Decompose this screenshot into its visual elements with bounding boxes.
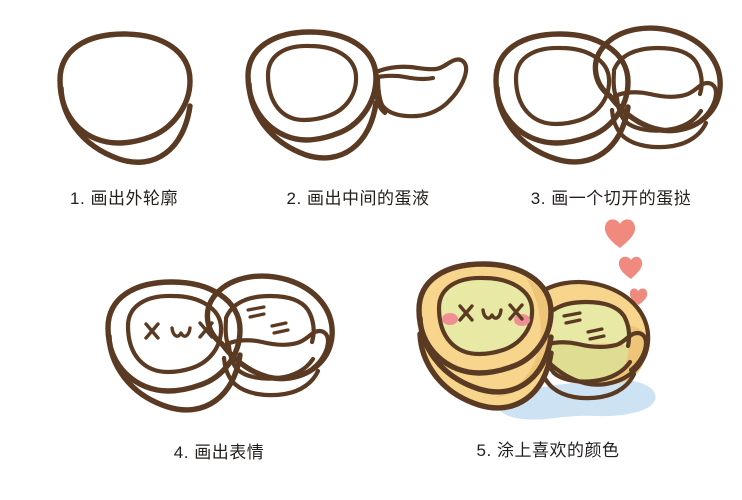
- step-5: 5. 涂上喜欢的颜色: [398, 216, 698, 461]
- step-4: 4. 画出表情: [74, 262, 364, 463]
- step-4-caption: 4. 画出表情: [173, 443, 265, 462]
- cut-tart-dash-1b: [248, 312, 266, 319]
- cut-tart-dash-1a: [562, 311, 582, 318]
- step-2-illustration: [245, 29, 469, 161]
- front-tart-outer-outline: [416, 261, 554, 376]
- cut-tart-custard-top: [611, 45, 704, 97]
- step-1-illustration: [57, 31, 193, 165]
- heart-small-icon: [629, 288, 648, 305]
- outer-oval: [245, 29, 379, 143]
- cut-tart-dash-1a: [246, 305, 266, 312]
- step-3-illustration: [493, 25, 723, 165]
- cut-tart-inner-edge: [374, 73, 436, 82]
- hearts-group: [604, 219, 648, 305]
- front-tart-base: [106, 333, 243, 413]
- cut-tart-crust-bottom: [221, 355, 321, 398]
- cut-tart-mid-ridge: [612, 80, 719, 123]
- step-3-caption: 3. 画一个切开的蛋挞: [530, 189, 692, 208]
- cut-tart-left-edge: [373, 89, 388, 116]
- step-5-illustration: [416, 219, 656, 420]
- cut-tart-mid-ridge-outline: [540, 330, 649, 373]
- outer-oval: [57, 31, 193, 146]
- mouth-w: [170, 326, 192, 338]
- step-1-caption: 1. 画出外轮廓: [70, 189, 178, 208]
- cut-tart-dashes: [562, 311, 606, 341]
- cut-tart-dash-1b: [564, 318, 582, 325]
- cut-tart-lower-layer: [226, 343, 316, 381]
- cut-tart-dash-2a: [586, 327, 604, 334]
- cut-tart-dash-2b: [588, 334, 606, 341]
- front-tart-base-outline-2: [417, 331, 554, 411]
- left-eye-x-stroke-2: [458, 304, 474, 322]
- front-tart-base: [494, 85, 631, 165]
- cut-tart-filling-upper: [541, 302, 629, 348]
- heart-medium-icon: [618, 256, 643, 279]
- blush-left-icon: [442, 313, 458, 325]
- step-2-caption: 2. 画出中间的蛋液: [286, 189, 430, 208]
- step-5-caption: 5. 涂上喜欢的颜色: [476, 441, 620, 460]
- base-curve: [246, 81, 379, 161]
- front-tart-colored: [416, 261, 554, 411]
- front-tart-custard-outline: [436, 275, 535, 357]
- step-2: 2. 画出中间的蛋液: [234, 14, 482, 209]
- step-1: 1. 画出外轮廓: [4, 14, 244, 209]
- cut-tart-bottom: [375, 75, 453, 119]
- mouth-w: [481, 308, 503, 320]
- front-tart-custard: [513, 45, 612, 127]
- cut-tart-dashes: [246, 305, 290, 335]
- front-tart-crust-shade: [492, 278, 551, 398]
- cut-tart-mid-ridge: [224, 328, 331, 371]
- cut-tart-lower-layer: [614, 95, 704, 133]
- left-eye-x-stroke-2: [144, 322, 160, 340]
- right-eye-x-stroke-2: [198, 321, 214, 339]
- cut-tart-dash-2b: [272, 328, 290, 335]
- front-tart-base-outline: [417, 315, 554, 395]
- inner-custard-oval: [265, 43, 359, 123]
- right-eye-x-stroke-2: [508, 303, 524, 321]
- step-3: 3. 画一个切开的蛋挞: [482, 10, 740, 209]
- heart-large-icon: [604, 219, 636, 248]
- cut-tart-top-edge: [373, 57, 469, 103]
- cut-tart-crust-bottom: [609, 107, 709, 150]
- cut-tart-custard-top: [223, 293, 316, 345]
- face-xwx: [144, 321, 214, 340]
- cut-tart-dash-2a: [270, 321, 288, 328]
- step-4-illustration: [105, 273, 335, 413]
- base-curve: [58, 85, 193, 165]
- face-xwx: [458, 303, 524, 322]
- cut-tart-filling-top-outline: [539, 299, 632, 349]
- front-tart-custard: [125, 293, 224, 375]
